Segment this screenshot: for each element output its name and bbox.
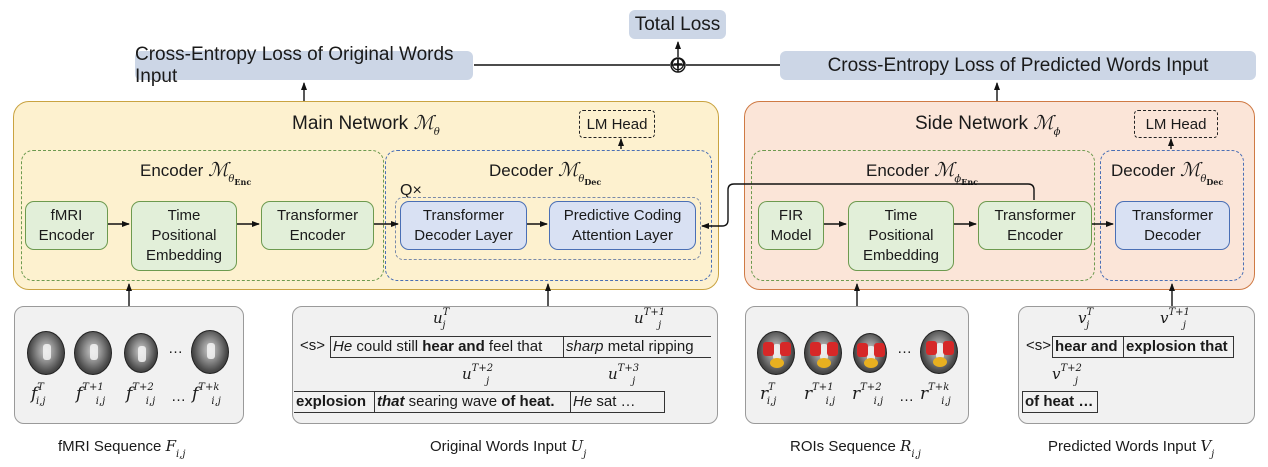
original-words-panel bbox=[292, 306, 718, 424]
roi-frame-label: rT+1i,j bbox=[804, 382, 836, 407]
predictive-coding-attention-block: Predictive Coding Attention Layer bbox=[549, 201, 696, 250]
main-decoder-group: Decoder ℳθDec Q× bbox=[385, 150, 712, 281]
word-run: of heat. bbox=[501, 393, 555, 410]
fmri-frame-label: fT+ki,j bbox=[192, 382, 221, 407]
fmri-brain-image bbox=[74, 331, 112, 375]
predicted-start-token: <s> bbox=[1026, 337, 1052, 354]
main-decoder-title: Decoder ℳθDec bbox=[489, 159, 602, 187]
fmri-sequence-caption: fMRI Sequence Fi,j bbox=[58, 437, 186, 460]
side-encoder-group: Encoder ℳϕEnc bbox=[751, 150, 1095, 281]
side-transformer-decoder-block: Transformer Decoder bbox=[1115, 201, 1230, 250]
fmri-ellipsis: … bbox=[168, 340, 183, 357]
side-encoder-to-pca-wire bbox=[701, 183, 1035, 229]
rois-sequence-caption: ROIs Sequence Ri,j bbox=[790, 437, 921, 460]
side-lm-head: LM Head bbox=[1134, 110, 1218, 138]
predicted-token-text: explosion that bbox=[1126, 338, 1228, 355]
word-run: explosion bbox=[296, 393, 367, 410]
roi-label-ellipsis: … bbox=[899, 388, 914, 405]
fmri-brain-image bbox=[124, 333, 158, 373]
word-run: that bbox=[377, 393, 405, 410]
roi-frame-label: rT+ki,j bbox=[920, 382, 951, 407]
roi-brain-image bbox=[853, 333, 887, 373]
word-run: He bbox=[333, 338, 353, 355]
original-line1-seg1: He could still hear and feel that bbox=[333, 337, 542, 357]
roi-brain-image bbox=[804, 331, 842, 375]
side-decoder-group: Decoder ℳθDec bbox=[1100, 150, 1244, 281]
roi-ellipsis: … bbox=[897, 340, 912, 357]
side-transformer-encoder-block: Transformer Encoder bbox=[978, 201, 1092, 250]
predicted-word-token bbox=[1123, 336, 1234, 358]
predicted-words-caption: Predicted Words Input Vj bbox=[1048, 437, 1215, 460]
original-word-label: uT+3j bbox=[608, 363, 640, 387]
main-network-title: Main Network ℳθ bbox=[292, 112, 440, 138]
roi-brain-image bbox=[757, 331, 795, 375]
original-line2-seg3: He sat … bbox=[573, 392, 636, 412]
start-token: <s> bbox=[300, 337, 326, 354]
original-line2-seg2: that searing wave of heat. bbox=[377, 392, 555, 412]
main-transformer-encoder-block: Transformer Encoder bbox=[261, 201, 374, 250]
main-lm-head: LM Head bbox=[579, 110, 655, 138]
predicted-token-text: of heat … bbox=[1025, 393, 1094, 410]
word-run: He bbox=[573, 393, 593, 410]
original-words-caption: Original Words Input Uj bbox=[430, 437, 587, 460]
word-run: hear and bbox=[422, 338, 485, 355]
word-run: could still bbox=[352, 338, 423, 355]
side-encoder-title: Encoder ℳϕEnc bbox=[866, 159, 979, 187]
fmri-encoder-block: fMRI Encoder bbox=[25, 201, 108, 250]
fir-model-block: FIR Model bbox=[758, 201, 824, 250]
predicted-words-loss-box: Cross-Entropy Loss of Predicted Words In… bbox=[780, 51, 1256, 80]
fmri-brain-image bbox=[191, 330, 229, 374]
word-run: feel that bbox=[484, 338, 543, 355]
fmri-brain-image bbox=[27, 331, 65, 375]
predicted-word-label: vT+1j bbox=[1160, 307, 1190, 331]
decoder-layer-stack bbox=[395, 197, 701, 260]
roi-frame-label: rTi,j bbox=[760, 382, 777, 407]
side-time-positional-embedding-block: Time Positional Embedding bbox=[848, 201, 954, 271]
original-word-segment bbox=[563, 336, 711, 358]
roi-frame-label: rT+2i,j bbox=[852, 382, 884, 407]
word-run: metal ripping bbox=[603, 338, 694, 355]
predicted-words-panel bbox=[1018, 306, 1255, 424]
main-time-positional-embedding-block: Time Positional Embedding bbox=[131, 201, 237, 271]
original-word-segment bbox=[570, 391, 665, 413]
predicted-word-label: vT+2j bbox=[1052, 363, 1082, 387]
original-line1-seg2: sharp metal ripping bbox=[566, 337, 694, 357]
side-network-title: Side Network ℳϕ bbox=[915, 112, 1061, 138]
original-word-label: uT+1j bbox=[634, 307, 666, 331]
predicted-word-token bbox=[1022, 391, 1098, 413]
predicted-word-label: vTj bbox=[1078, 307, 1094, 331]
repeat-label: Q× bbox=[400, 182, 422, 199]
main-network: Main Network ℳθ LM Head Encoder ℳθEnc fM… bbox=[13, 101, 719, 290]
original-word-label: uT+2j bbox=[462, 363, 494, 387]
fmri-frame-label: fTi,j bbox=[31, 382, 46, 407]
original-word-label: uTj bbox=[433, 307, 450, 331]
predicted-token-text: hear and bbox=[1055, 338, 1118, 355]
main-encoder-title: Encoder ℳθEnc bbox=[140, 159, 252, 187]
side-decoder-title: Decoder ℳθDec bbox=[1111, 159, 1224, 187]
total-loss-box: Total Loss bbox=[629, 10, 726, 39]
word-run: sharp bbox=[566, 338, 604, 355]
original-line2-seg1: explosion bbox=[296, 392, 366, 412]
fmri-label-ellipsis: … bbox=[171, 388, 186, 405]
fmri-frame-label: fT+1i,j bbox=[76, 382, 106, 407]
word-run: searing wave bbox=[404, 393, 502, 410]
main-encoder-group: Encoder ℳθEnc bbox=[21, 150, 384, 281]
fmri-frame-label: fT+2i,j bbox=[126, 382, 156, 407]
roi-brain-image bbox=[920, 330, 958, 374]
side-network: Side Network ℳϕ LM Head Encoder ℳϕEnc FI… bbox=[744, 101, 1255, 290]
transformer-decoder-layer-block: Transformer Decoder Layer bbox=[400, 201, 527, 250]
word-run: sat … bbox=[592, 393, 636, 410]
